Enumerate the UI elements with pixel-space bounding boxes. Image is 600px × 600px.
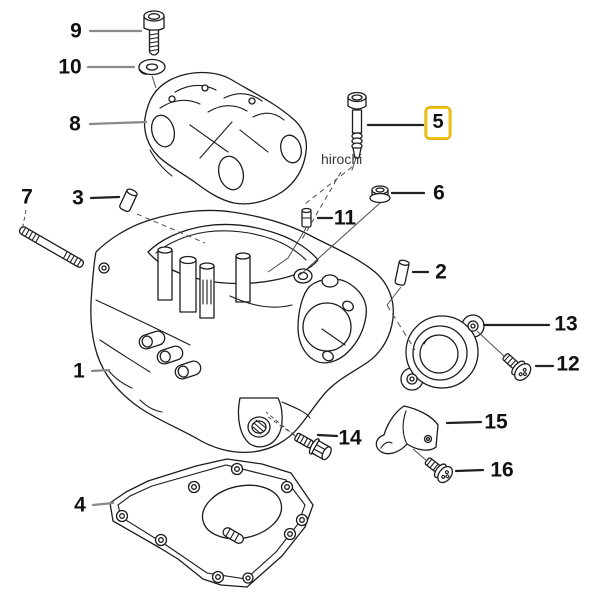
dowel-pin-left-drawing xyxy=(119,188,138,213)
socket-head-bolt-drawing xyxy=(143,10,165,56)
cylinder-head-drawing xyxy=(90,209,394,454)
callout-5-label: 5 xyxy=(427,109,449,137)
sleeve-drawing xyxy=(301,207,312,228)
hex-bolt-drawing xyxy=(294,432,332,461)
callout-16[interactable]: 16 xyxy=(490,458,514,482)
callout-14[interactable]: 14 xyxy=(338,426,362,450)
shield-bolt-drawing xyxy=(424,457,454,484)
callout-9[interactable]: 9 xyxy=(70,19,82,43)
construction-lines xyxy=(22,75,506,462)
dowel-pin-right-drawing xyxy=(394,259,410,286)
callout-3[interactable]: 3 xyxy=(72,186,84,210)
head-gasket-drawing xyxy=(109,458,314,588)
callout-4[interactable]: 4 xyxy=(74,493,86,517)
cylinder-head-bolt-drawing xyxy=(347,91,367,171)
callout-6[interactable]: 6 xyxy=(433,181,445,205)
heat-shield-drawing xyxy=(375,405,439,455)
callout-8[interactable]: 8 xyxy=(69,112,81,136)
leader-lines xyxy=(86,29,555,507)
watermark: hirochi xyxy=(321,151,363,167)
callout-1[interactable]: 1 xyxy=(73,359,85,383)
callout-7[interactable]: 7 xyxy=(21,185,33,209)
callout-2[interactable]: 2 xyxy=(435,260,447,284)
callout-11[interactable]: 11 xyxy=(333,206,357,230)
callout-12[interactable]: 12 xyxy=(556,352,580,376)
callout-10[interactable]: 10 xyxy=(58,55,82,79)
washer-drawing xyxy=(138,58,166,76)
callout-15[interactable]: 15 xyxy=(484,410,508,434)
callout-13[interactable]: 13 xyxy=(554,312,578,336)
flange-nut-drawing xyxy=(369,185,391,204)
rocker-arm-carrier-drawing xyxy=(143,71,308,205)
cover-cap-drawing xyxy=(400,314,485,391)
threaded-stud-drawing xyxy=(18,226,84,268)
callout-5-highlighted[interactable]: 5 xyxy=(424,106,452,140)
cover-bolt-drawing xyxy=(502,353,532,381)
